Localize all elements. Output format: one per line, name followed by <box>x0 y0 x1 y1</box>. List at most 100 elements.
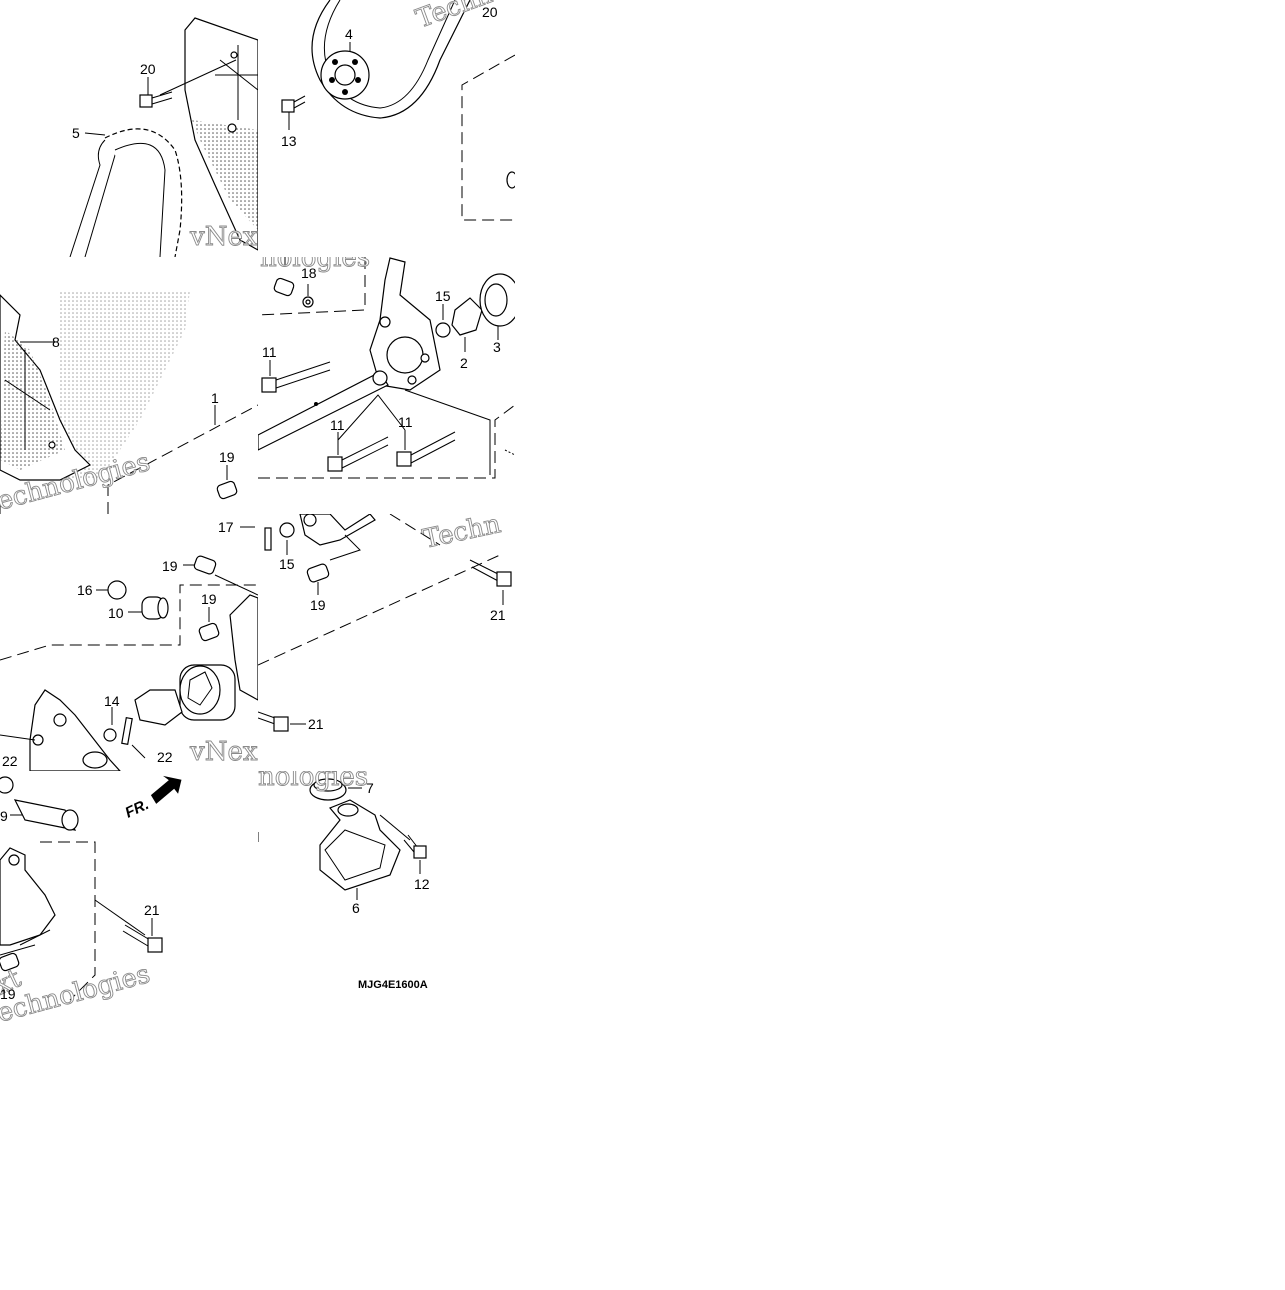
callout-labels: 20 20 4 5 13 18 15 2 3 8 11 11 11 1 19 1… <box>0 4 506 1002</box>
watermark-text: echnologies <box>0 959 153 1029</box>
bolt-13 <box>281 95 306 113</box>
assembly-boundary <box>258 554 501 666</box>
tile-sprocket: Techn <box>281 0 515 221</box>
seal-15 <box>279 522 295 538</box>
assembly-boundary <box>107 404 258 514</box>
callout-11: 11 <box>398 414 413 430</box>
bolt-20 <box>139 91 173 108</box>
tile-oil-pump: nologies <box>258 243 515 479</box>
callout-16: 16 <box>77 582 93 598</box>
callout-22: 22 <box>2 753 18 769</box>
watermark-text: vNext Tec <box>189 737 321 767</box>
plate-hole <box>48 441 56 449</box>
front-direction-arrow: FR. <box>123 775 182 822</box>
bolt-21 <box>258 711 289 732</box>
callout-10: 10 <box>108 605 124 621</box>
callout-8: 8 <box>52 334 60 350</box>
callout-6: 6 <box>352 900 360 916</box>
outer-rotor-3 <box>479 273 515 327</box>
drawing-code: MJG4E1600A <box>358 979 428 991</box>
collar-10 <box>141 596 169 620</box>
pump-cover-fragment <box>229 594 258 701</box>
chain-outline-left <box>69 139 106 257</box>
callout-19: 19 <box>219 449 235 465</box>
callout-4: 4 <box>345 26 353 42</box>
leader-line <box>159 59 237 96</box>
dowel-19 <box>0 952 20 972</box>
callout-21: 21 <box>490 607 506 623</box>
tile-guide-plate: echnologies <box>0 290 258 514</box>
seal-7 <box>309 778 347 801</box>
callout-14: 14 <box>104 693 120 709</box>
callout-21: 21 <box>308 716 324 732</box>
callout-9: 9 <box>0 808 8 824</box>
seal-15 <box>435 322 451 338</box>
chain-outline-right <box>84 144 119 257</box>
bolt-21 <box>122 924 163 953</box>
leader-line <box>317 534 361 595</box>
tile-pump-parts: vNext Tec <box>0 526 321 771</box>
callout-13: 13 <box>281 133 297 149</box>
callout-7: 7 <box>366 780 374 796</box>
callout-20: 20 <box>140 61 156 77</box>
tile-strainer: nologies <box>258 771 427 900</box>
cam-chain <box>104 128 183 257</box>
dowel-19 <box>216 480 238 500</box>
callout-17: 17 <box>218 519 234 535</box>
screw-12 <box>403 834 427 859</box>
tile-housing: FR. echnologies xt <box>0 775 182 1029</box>
callout-19: 19 <box>162 558 178 574</box>
callout-19: 19 <box>0 986 16 1002</box>
assembly-boundary <box>258 404 515 479</box>
bolt-fragment <box>504 449 515 456</box>
watermark-text: vNext Tec <box>189 222 321 252</box>
leader-line <box>94 899 146 936</box>
o-ring-fragment <box>0 776 14 794</box>
assembly-boundary <box>389 514 441 546</box>
o-ring-16 <box>107 580 127 600</box>
callout-5: 5 <box>72 125 80 141</box>
pump-housing <box>29 689 121 771</box>
callout-20: 20 <box>482 4 498 20</box>
callout-21: 21 <box>144 902 160 918</box>
dowel-19 <box>193 555 217 575</box>
callout-15: 15 <box>279 556 295 572</box>
leader-line <box>0 929 51 956</box>
sprocket-4 <box>320 50 370 100</box>
callout-11: 11 <box>330 417 345 433</box>
dowel-18 <box>273 277 295 297</box>
guide-plate-8-cross <box>4 350 51 450</box>
washer-14 <box>103 728 117 742</box>
pump-shaft <box>258 371 389 451</box>
assembly-boundary <box>258 257 366 316</box>
guide-plate-8-shading <box>0 330 65 470</box>
leader-line <box>131 744 146 759</box>
sprocket-fragment <box>506 171 515 189</box>
callout-19: 19 <box>201 591 217 607</box>
assembly-boundary <box>0 584 258 661</box>
watermark-text: Techn <box>420 509 504 555</box>
plate-hole <box>227 123 237 133</box>
bolt-21 <box>469 559 512 587</box>
bolt-11 <box>396 431 456 467</box>
inner-rotor <box>134 689 183 726</box>
dowel-19 <box>306 563 330 583</box>
callout-12: 12 <box>414 876 430 892</box>
leader-line <box>379 814 411 841</box>
assembly-boundary <box>40 841 96 1001</box>
watermark-text: nologies <box>260 243 370 273</box>
pump-housing-bottom <box>0 847 56 946</box>
tile-chain-guide: vNext Tec <box>69 17 321 257</box>
callout-3: 3 <box>493 339 501 355</box>
assembly-boundary <box>461 54 515 221</box>
collar-9 <box>13 799 79 831</box>
oil-strainer-6 <box>319 799 401 891</box>
logo-shading <box>60 290 190 480</box>
leader-line <box>84 132 106 136</box>
callout-18: 18 <box>301 265 317 281</box>
pin-17 <box>264 527 272 551</box>
inner-rotor-2 <box>451 297 483 336</box>
leader-line <box>337 389 491 475</box>
